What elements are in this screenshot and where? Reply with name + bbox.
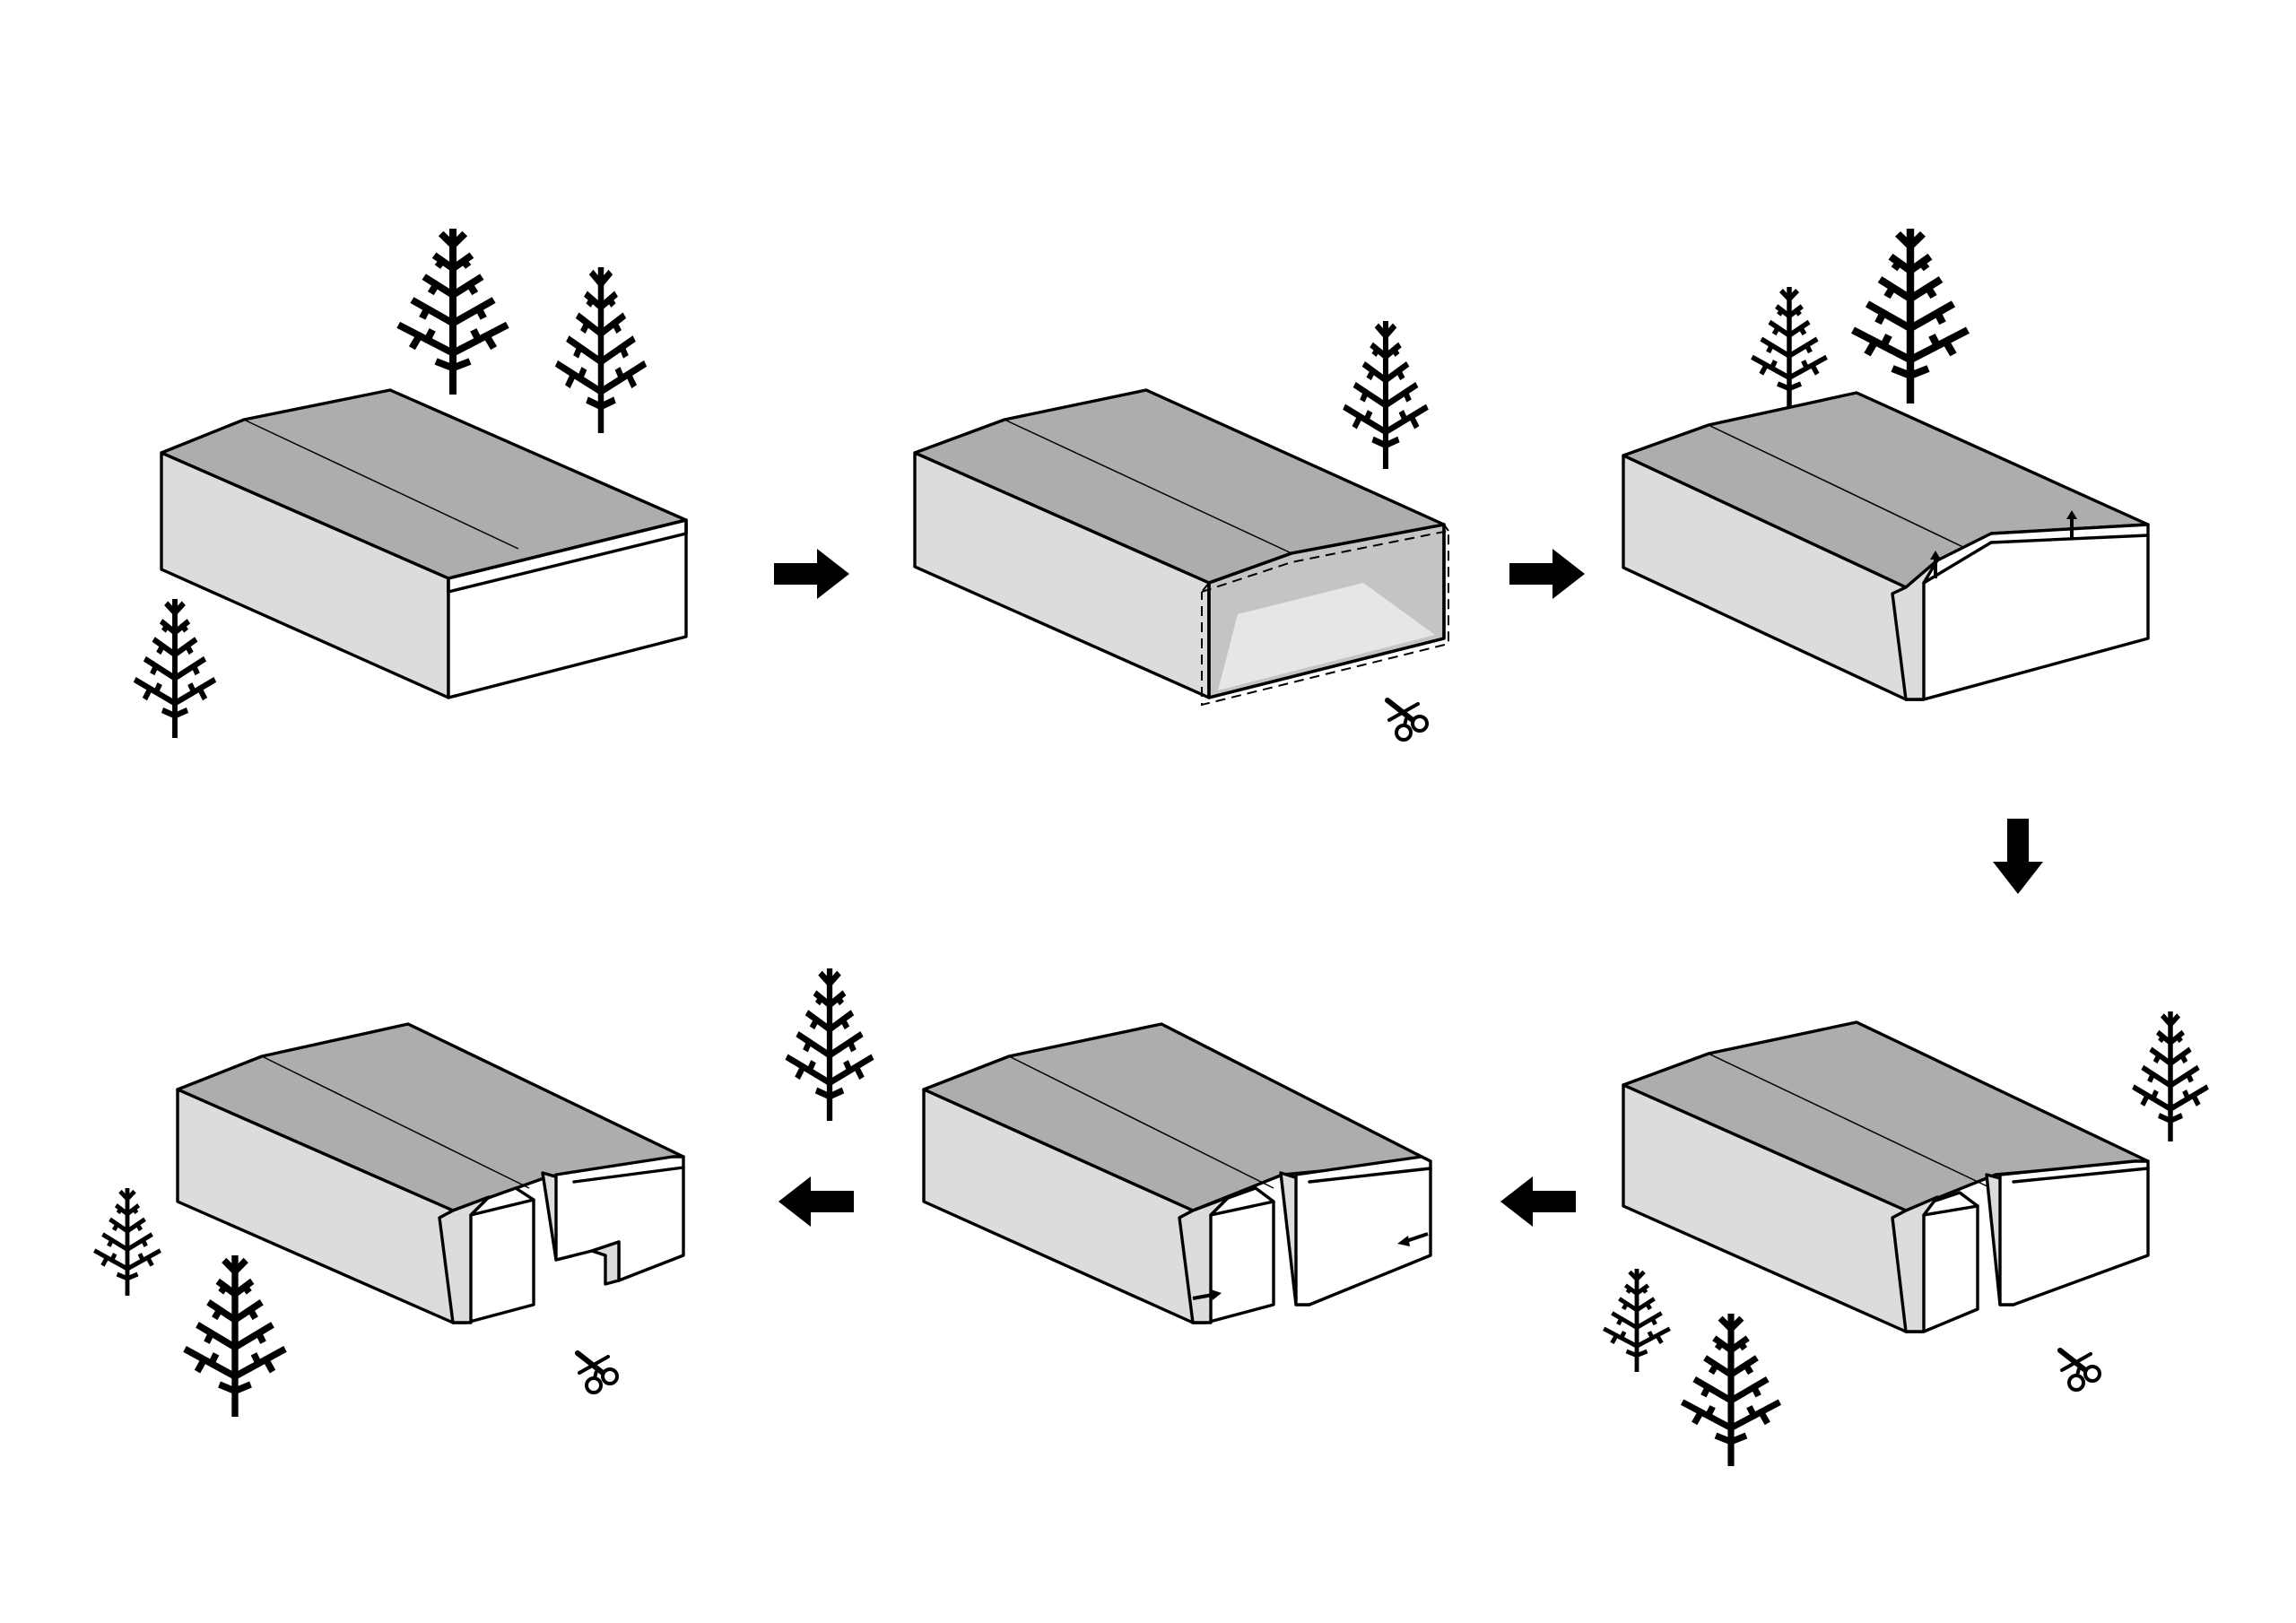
scissors-icon bbox=[578, 1353, 617, 1393]
push-arrow-icon bbox=[1397, 1232, 1429, 1246]
scissors-icon bbox=[2060, 1350, 2100, 1390]
entrance-notch bbox=[590, 1240, 621, 1286]
flow-arrow-right-icon bbox=[774, 549, 849, 599]
tree-icon bbox=[556, 267, 645, 433]
flow-arrow-left-icon bbox=[778, 1176, 854, 1227]
step-2-remove-end-bay bbox=[913, 388, 1449, 707]
up-arrow-icon bbox=[2066, 510, 2077, 538]
step-4-split-volume bbox=[1622, 1020, 2150, 1333]
tree-icon bbox=[1604, 1269, 1670, 1372]
step-6-cut-entrance-notch bbox=[176, 1022, 685, 1324]
tree-icon bbox=[787, 968, 873, 1121]
tree-icon bbox=[1683, 1314, 1780, 1466]
tree-icon bbox=[2133, 1011, 2207, 1141]
step-1-existing-building bbox=[160, 388, 688, 699]
up-arrow-icon bbox=[1930, 551, 1941, 578]
right-block-front bbox=[1998, 1159, 2150, 1306]
push-arrow-icon bbox=[1192, 1289, 1222, 1300]
tree-icon bbox=[398, 229, 508, 395]
flow-arrow-right-icon bbox=[1509, 549, 1585, 599]
scissors-icon bbox=[1387, 700, 1427, 740]
tree-icon bbox=[1344, 321, 1428, 469]
tree-icon bbox=[135, 599, 215, 738]
step-3-raise-roof-ridge bbox=[1622, 391, 2150, 701]
tree-icon bbox=[1752, 287, 1826, 408]
interior-floor bbox=[1218, 583, 1435, 690]
step-5-push-facades bbox=[922, 1022, 1432, 1324]
flow-arrow-down-icon bbox=[1993, 819, 2043, 894]
tree-icon bbox=[185, 1255, 285, 1417]
tree-icon bbox=[94, 1188, 161, 1296]
tree-icon bbox=[1853, 229, 1968, 404]
flow-arrow-left-icon bbox=[1500, 1176, 1576, 1227]
right-block-front bbox=[1294, 1155, 1432, 1306]
cut-outline bbox=[1201, 529, 1449, 707]
